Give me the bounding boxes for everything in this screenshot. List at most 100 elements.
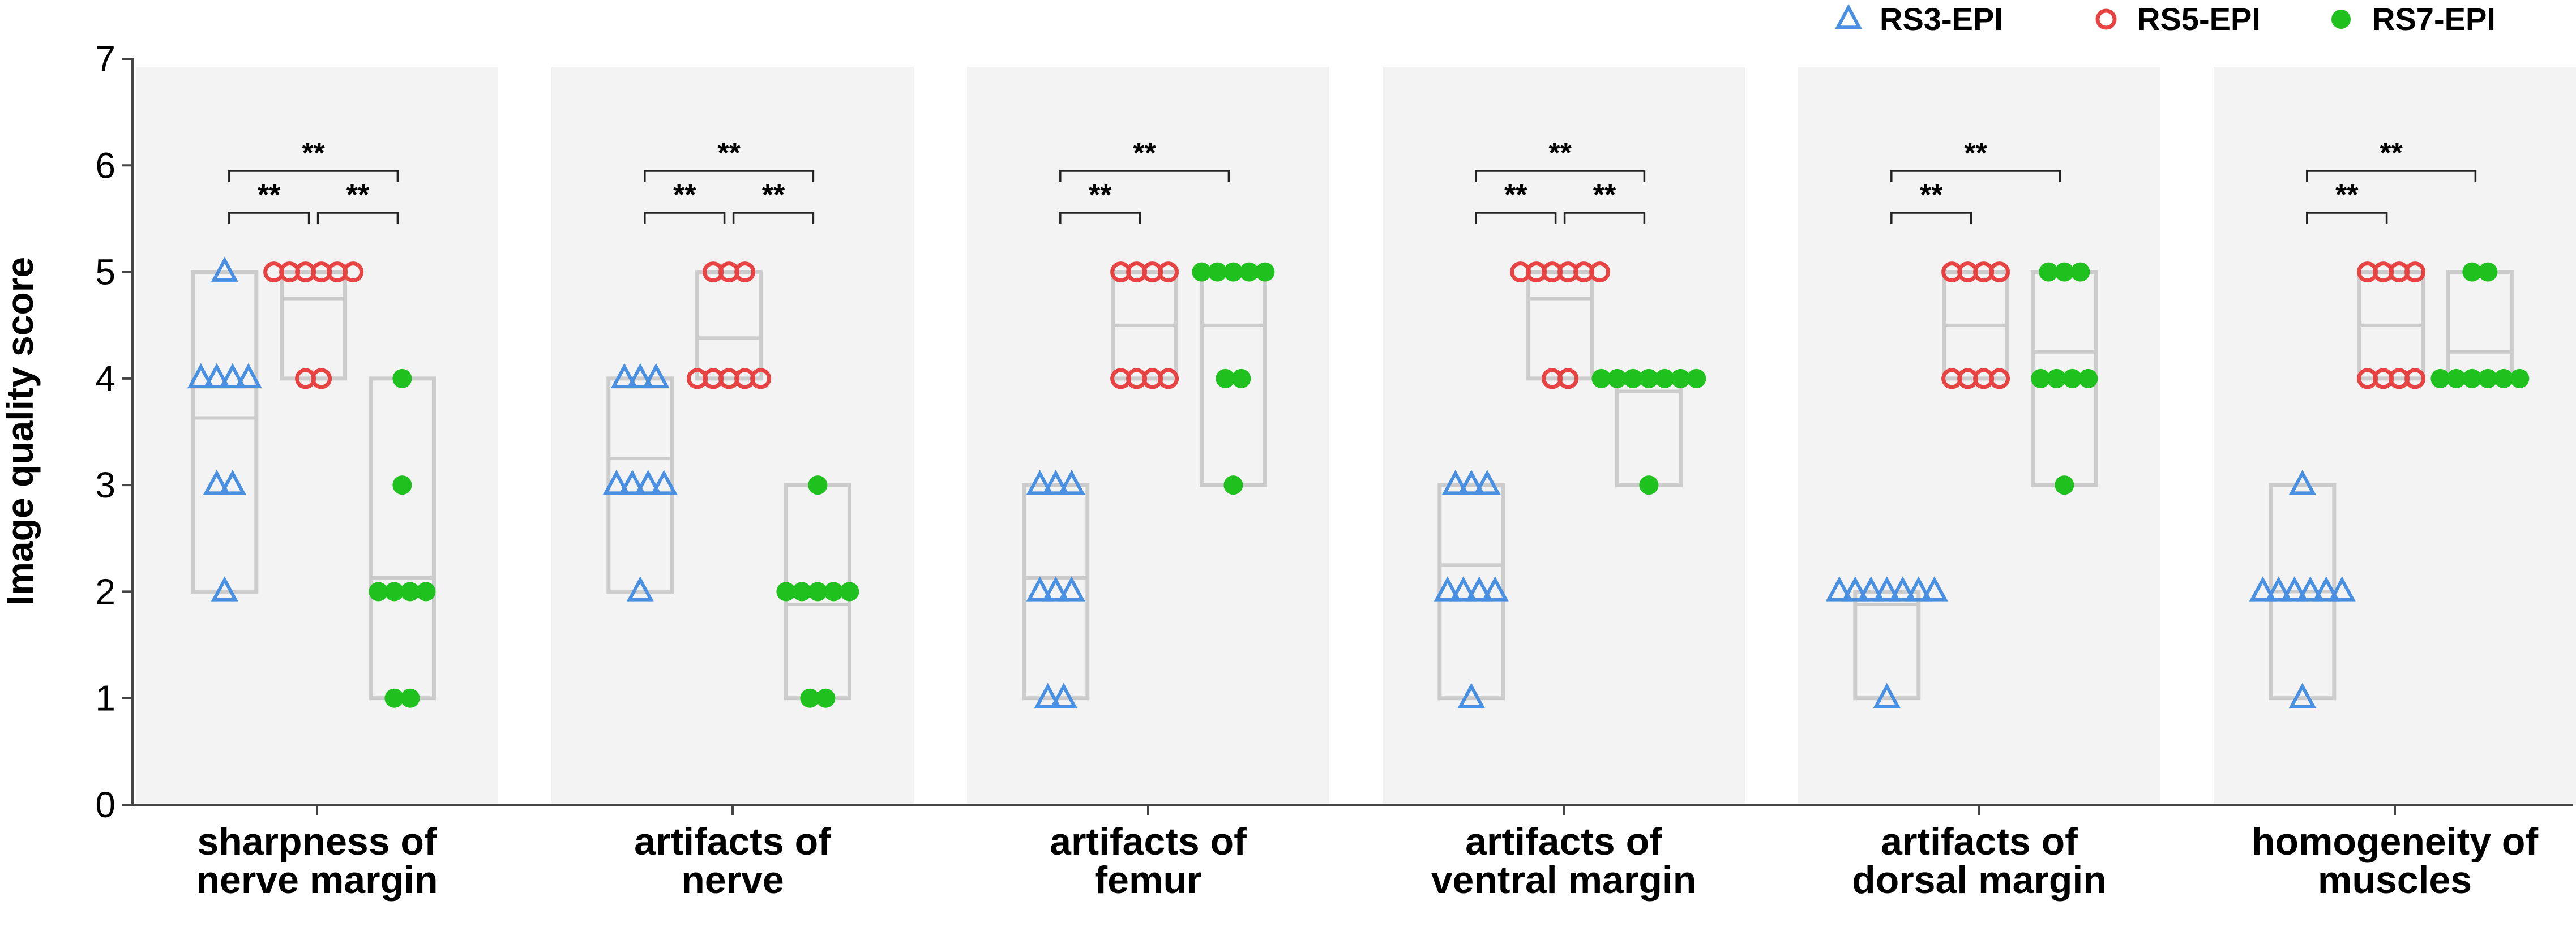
- data-point-2-RS7-EPI: [800, 688, 820, 708]
- data-point-5-RS7-EPI: [2055, 262, 2074, 282]
- data-point-3-RS7-EPI: [1192, 262, 1212, 282]
- data-point-1-RS3-EPI: [203, 363, 230, 389]
- data-point-1-RS3-EPI: [219, 363, 246, 389]
- data-point-3-RS3-EPI: [1026, 469, 1054, 495]
- significance-label: **: [302, 137, 325, 170]
- data-point-4-RS5-EPI: [1589, 261, 1611, 283]
- data-point-2-RS7-EPI: [824, 582, 844, 602]
- data-point-4-RS7-EPI: [1607, 368, 1627, 388]
- data-point-2-RS3-EPI: [626, 363, 654, 389]
- data-point-4-RS5-EPI: [1557, 368, 1579, 389]
- data-point-3-RS3-EPI: [1042, 469, 1069, 495]
- category-label: ventral margin: [1431, 859, 1697, 902]
- data-point-5-RS7-EPI: [2039, 262, 2059, 282]
- y-tick-label: 7: [95, 38, 115, 79]
- significance-label: **: [1504, 179, 1527, 212]
- data-point-3-RS3-EPI: [1058, 469, 1085, 495]
- data-point-6-RS3-EPI: [2280, 576, 2308, 602]
- data-point-2-RS3-EPI: [634, 469, 662, 495]
- data-point-2-RS7-EPI: [808, 475, 828, 495]
- data-point-1-RS7-EPI: [384, 582, 404, 602]
- significance-label: **: [2380, 137, 2403, 170]
- data-point-1-RS7-EPI: [400, 582, 420, 602]
- data-point-6-RS3-EPI: [2328, 576, 2356, 602]
- category-label: muscles: [2318, 859, 2472, 902]
- data-point-6-RS3-EPI: [2288, 469, 2316, 495]
- data-point-1-RS7-EPI: [384, 688, 404, 708]
- data-point-6-RS3-EPI: [2288, 683, 2316, 708]
- y-tick-label: 6: [95, 145, 115, 186]
- significance-label: **: [1548, 137, 1572, 170]
- category-label: nerve: [681, 859, 784, 902]
- data-point-2-RS7-EPI: [840, 582, 859, 602]
- data-point-1-RS7-EPI: [392, 475, 412, 495]
- data-point-2-RS3-EPI: [618, 469, 646, 495]
- data-point-5-RS3-EPI: [1905, 576, 1932, 602]
- data-point-5-RS3-EPI: [1857, 576, 1885, 602]
- significance-bracket-4-2: [1563, 212, 1646, 224]
- category-label: homogeneity of: [2252, 820, 2539, 863]
- data-point-1-RS7-EPI: [369, 582, 388, 602]
- significance-label: **: [717, 137, 741, 170]
- y-tick-label: 3: [95, 465, 115, 505]
- data-point-3-RS3-EPI: [1058, 576, 1085, 602]
- data-point-2-RS7-EPI: [776, 582, 796, 602]
- data-point-6-RS7-EPI: [2462, 262, 2482, 282]
- data-point-2-RS5-EPI: [750, 368, 772, 389]
- data-point-4-RS7-EPI: [1591, 368, 1611, 388]
- data-point-5-RS3-EPI: [1889, 576, 1916, 602]
- legend-marker-RS7-EPI: [2331, 10, 2351, 29]
- data-point-3-RS7-EPI: [1255, 262, 1275, 282]
- data-point-6-RS7-EPI: [2494, 368, 2514, 388]
- data-point-3-RS5-EPI: [1158, 368, 1179, 389]
- significance-label: **: [1964, 137, 1987, 170]
- category-label: artifacts of: [634, 820, 831, 863]
- data-point-3-RS5-EPI: [1158, 261, 1179, 283]
- data-point-5-RS7-EPI: [2078, 368, 2098, 388]
- data-point-1-RS7-EPI: [400, 688, 420, 708]
- data-point-1-RS7-EPI: [392, 368, 412, 388]
- significance-bracket-4-3: [1475, 170, 1646, 182]
- data-point-1-RS3-EPI: [211, 576, 238, 602]
- data-point-4-RS7-EPI: [1687, 368, 1706, 388]
- data-point-6-RS3-EPI: [2312, 576, 2340, 602]
- category-label: artifacts of: [1050, 820, 1247, 863]
- data-point-5-RS5-EPI: [1989, 368, 2010, 389]
- significance-label: **: [762, 179, 785, 212]
- data-point-6-RS7-EPI: [2462, 368, 2482, 388]
- significance-bracket-2-3: [644, 170, 815, 182]
- data-point-4-RS3-EPI: [1434, 576, 1461, 602]
- data-point-4-RS3-EPI: [1481, 576, 1509, 602]
- data-point-4-RS3-EPI: [1441, 469, 1469, 495]
- data-point-2-RS3-EPI: [602, 469, 630, 495]
- data-point-2-RS7-EPI: [808, 582, 828, 602]
- significance-bracket-6-1: [2306, 212, 2388, 224]
- significance-bracket-5-2: [1890, 170, 2061, 182]
- data-points: [187, 256, 2530, 708]
- y-tick-label: 0: [95, 784, 115, 825]
- significance-bracket-2-2: [732, 212, 815, 224]
- data-point-3-RS7-EPI: [1239, 262, 1259, 282]
- data-point-2-RS7-EPI: [792, 582, 812, 602]
- data-point-2-RS5-EPI: [734, 261, 756, 283]
- data-point-1-RS3-EPI: [203, 469, 230, 495]
- y-tick-label: 2: [95, 571, 115, 612]
- significance-bracket-3-1: [1059, 212, 1141, 224]
- significance-label: **: [1920, 179, 1943, 212]
- category-label: femur: [1095, 859, 1202, 902]
- data-point-4-RS3-EPI: [1457, 469, 1485, 495]
- panel-4: [1383, 67, 1745, 805]
- data-point-1-RS3-EPI: [187, 363, 215, 389]
- data-point-6-RS5-EPI: [2404, 261, 2426, 283]
- data-point-3-RS7-EPI: [1223, 475, 1243, 495]
- data-point-5-RS3-EPI: [1873, 683, 1901, 708]
- y-tick-label: 4: [95, 358, 115, 399]
- category-label: artifacts of: [1465, 820, 1662, 863]
- data-point-4-RS3-EPI: [1449, 576, 1477, 602]
- significance-label: **: [346, 179, 370, 212]
- data-point-6-RS3-EPI: [2249, 576, 2277, 602]
